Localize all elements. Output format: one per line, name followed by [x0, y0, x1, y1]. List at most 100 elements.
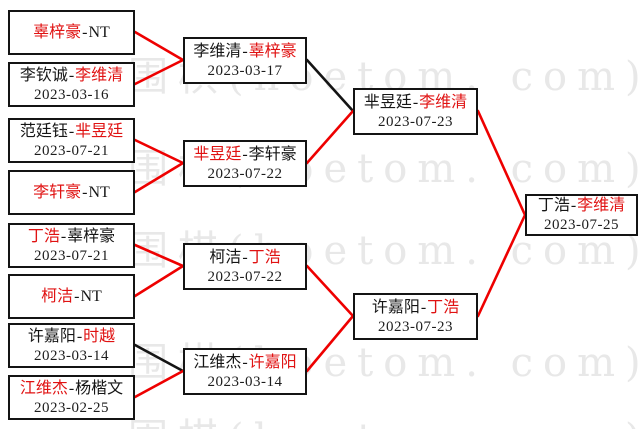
- name-separator: -: [242, 353, 248, 371]
- bracket-connector: [305, 109, 355, 165]
- player-b-name: 芈昱廷: [75, 122, 124, 140]
- player-a-name: 芈昱廷: [193, 145, 242, 163]
- name-separator: -: [68, 122, 75, 140]
- name-separator: -: [242, 42, 248, 60]
- match-box-round1-1: 辜梓豪-NT: [8, 10, 135, 55]
- name-separator: -: [242, 145, 248, 163]
- name-separator: -: [82, 183, 88, 201]
- player-a-name: 许嘉阳: [27, 327, 76, 345]
- match-box-round1-8: 江维杰-杨楷文 2023-02-25: [8, 375, 135, 420]
- match-box-round1-7: 许嘉阳-时越 2023-03-14: [8, 323, 135, 368]
- match-date: 2023-03-17: [207, 62, 283, 79]
- player-b-name: 丁浩: [427, 298, 460, 316]
- match-players: 李钦诚-李维清: [20, 66, 123, 86]
- name-separator: -: [82, 23, 88, 41]
- bracket-connector: [133, 243, 185, 268]
- player-a-name: 李钦诚: [19, 66, 68, 84]
- player-b-name: 杨楷文: [75, 379, 124, 397]
- match-players: 芈昱廷-李维清: [364, 93, 467, 113]
- match-players: 丁浩-李维清: [538, 196, 625, 216]
- player-b-name: 辜梓豪: [248, 42, 297, 60]
- name-separator: -: [570, 197, 577, 214]
- match-date: 2023-07-22: [207, 165, 283, 182]
- match-date: 2023-03-14: [34, 347, 109, 364]
- player-a-name: 丁浩: [27, 227, 60, 245]
- player-b-name: NT: [88, 183, 110, 201]
- player-a-name: 芈昱廷: [363, 93, 412, 111]
- name-separator: -: [76, 327, 83, 345]
- match-players: 许嘉阳-丁浩: [372, 298, 459, 318]
- player-a-name: 李维清: [193, 42, 242, 60]
- player-b-name: 李维清: [577, 197, 626, 214]
- name-separator: -: [412, 93, 419, 111]
- match-box-round1-4: 李轩豪-NT: [8, 170, 135, 215]
- player-a-name: 辜梓豪: [33, 23, 82, 41]
- match-players: 柯洁-丁浩: [209, 248, 280, 268]
- player-a-name: 范廷钰: [19, 122, 68, 140]
- bracket-connector: [476, 109, 527, 217]
- match-box-round1-2: 李钦诚-李维清 2023-03-16: [8, 62, 135, 107]
- player-b-name: 时越: [83, 327, 116, 345]
- player-a-name: 江维杰: [19, 379, 68, 397]
- player-a-name: 柯洁: [209, 248, 242, 266]
- bracket-connector: [305, 314, 355, 373]
- match-date: 2023-07-21: [34, 142, 109, 159]
- player-b-name: 李维清: [75, 66, 124, 84]
- player-a-name: 李轩豪: [33, 183, 82, 201]
- match-date: 2023-02-25: [34, 399, 109, 416]
- player-b-name: NT: [88, 23, 110, 41]
- bracket-connector: [133, 161, 185, 194]
- match-date: 2023-03-16: [34, 86, 109, 103]
- bracket-connector: [476, 213, 527, 318]
- bracket-connector: [133, 138, 185, 165]
- match-players: 江维杰-许嘉阳: [193, 353, 296, 373]
- player-b-name: 李维清: [419, 93, 468, 111]
- player-a-name: 丁浩: [537, 197, 570, 214]
- match-date: 2023-07-25: [544, 217, 619, 233]
- player-a-name: 柯洁: [41, 287, 74, 305]
- player-b-name: 丁浩: [248, 248, 281, 266]
- match-date: 2023-07-23: [378, 113, 453, 130]
- bracket-connector: [133, 264, 185, 298]
- match-players: 江维杰-杨楷文: [20, 379, 123, 399]
- bracket-connector: [133, 58, 185, 86]
- match-box-round2-3: 柯洁-丁浩 2023-07-22: [183, 243, 307, 290]
- name-separator: -: [68, 66, 75, 84]
- bracket-connector: [133, 369, 185, 399]
- match-box-round2-2: 芈昱廷-李轩豪 2023-07-22: [183, 140, 307, 187]
- match-players: 芈昱廷-李轩豪: [193, 145, 296, 165]
- match-date: 2023-07-21: [34, 247, 109, 264]
- match-box-round1-3: 范廷钰-芈昱廷 2023-07-21: [8, 118, 135, 163]
- player-b-name: 许嘉阳: [248, 353, 297, 371]
- match-players: 丁浩-辜梓豪: [28, 227, 115, 247]
- match-box-round1-5: 丁浩-辜梓豪 2023-07-21: [8, 223, 135, 268]
- bracket-connector: [133, 343, 185, 373]
- name-separator: -: [60, 227, 67, 245]
- match-box-final: 丁浩-李维清 2023-07-25: [525, 194, 638, 236]
- watermark-text: 围棋(hoetom. com): [128, 406, 643, 429]
- name-separator: -: [242, 248, 248, 266]
- player-b-name: 辜梓豪: [67, 227, 116, 245]
- player-a-name: 江维杰: [193, 353, 242, 371]
- match-players: 李轩豪-NT: [33, 183, 110, 203]
- match-box-round1-6: 柯洁-NT: [8, 274, 135, 319]
- match-players: 许嘉阳-时越: [28, 327, 115, 347]
- bracket-connector: [305, 58, 355, 113]
- player-b-name: 李轩豪: [248, 145, 297, 163]
- match-players: 李维清-辜梓豪: [193, 42, 296, 62]
- match-players: 范廷钰-芈昱廷: [20, 122, 123, 142]
- match-box-semifinal-2: 许嘉阳-丁浩 2023-07-23: [353, 293, 478, 340]
- bracket-connector: [133, 30, 185, 62]
- name-separator: -: [420, 298, 427, 316]
- match-players: 柯洁-NT: [41, 287, 102, 307]
- bracket-connector: [305, 264, 355, 318]
- match-players: 辜梓豪-NT: [33, 23, 110, 43]
- player-b-name: NT: [80, 287, 102, 305]
- match-box-semifinal-1: 芈昱廷-李维清 2023-07-23: [353, 88, 478, 135]
- player-a-name: 许嘉阳: [371, 298, 420, 316]
- match-date: 2023-07-22: [207, 268, 283, 285]
- name-separator: -: [68, 379, 75, 397]
- match-box-round2-4: 江维杰-许嘉阳 2023-03-14: [183, 348, 307, 395]
